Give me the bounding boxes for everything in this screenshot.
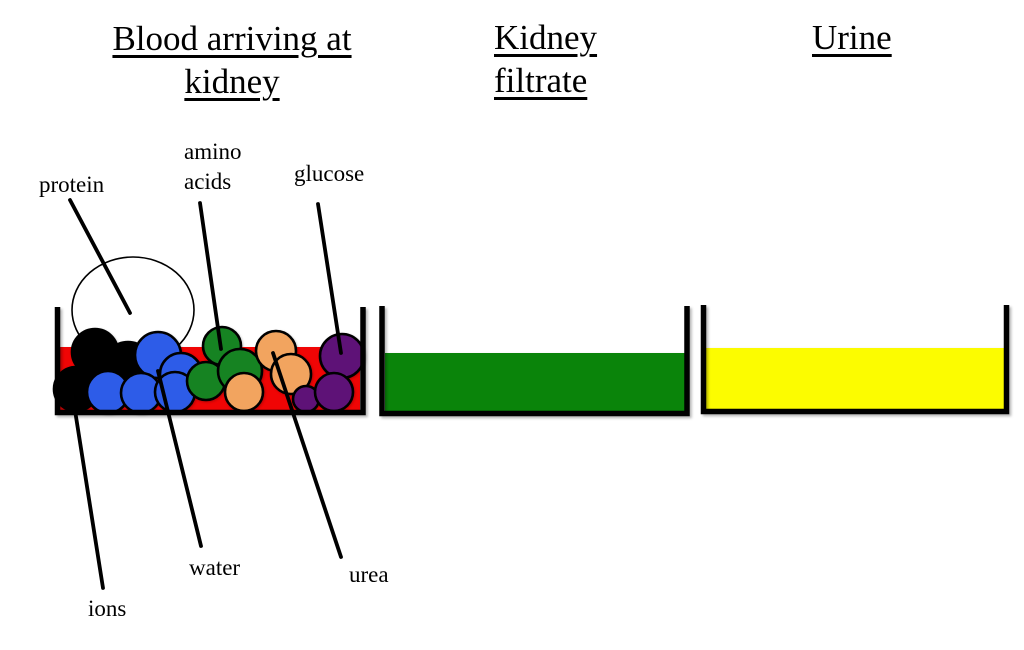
blood-container <box>54 307 366 416</box>
label-amino-acids: amino acids <box>184 137 242 197</box>
container-outlines <box>54 305 1010 417</box>
heading-blood-line2: kidney <box>184 62 280 101</box>
heading-blood-line1: Blood arriving at <box>112 19 352 58</box>
label-amino-line2: acids <box>184 169 232 194</box>
amino-acids-pointer-line <box>198 201 223 351</box>
glucose-molecule <box>313 371 355 413</box>
filtrate-liquid <box>385 353 685 412</box>
label-protein: protein <box>39 172 105 197</box>
heading-blood: Blood arriving at kidney <box>90 17 374 103</box>
heading-filtrate-line1: Kidney <box>494 18 598 57</box>
heading-urine-line1: Urine <box>812 18 892 57</box>
urine-liquid <box>706 348 1005 410</box>
label-ions: ions <box>88 596 127 621</box>
heading-urine: Urine <box>812 16 892 59</box>
heading-filtrate: Kidney filtrate <box>494 16 597 102</box>
glucose-pointer-line <box>316 202 343 355</box>
filtrate-container <box>379 306 690 417</box>
urea-molecule <box>223 371 265 413</box>
urea-pointer-line <box>271 351 343 559</box>
glucose-molecule <box>318 332 366 380</box>
heading-filtrate-line2: filtrate <box>494 61 588 100</box>
water-pointer-line <box>156 369 203 548</box>
ions-pointer-line <box>69 383 105 590</box>
leader-lines <box>68 198 343 590</box>
urine-container <box>700 305 1010 415</box>
label-amino-line1: amino <box>184 139 242 164</box>
label-water: water <box>189 555 241 580</box>
label-glucose: glucose <box>294 161 365 186</box>
label-urea: urea <box>349 562 389 587</box>
urea-molecule <box>269 352 313 396</box>
protein-pointer-line <box>68 198 132 315</box>
